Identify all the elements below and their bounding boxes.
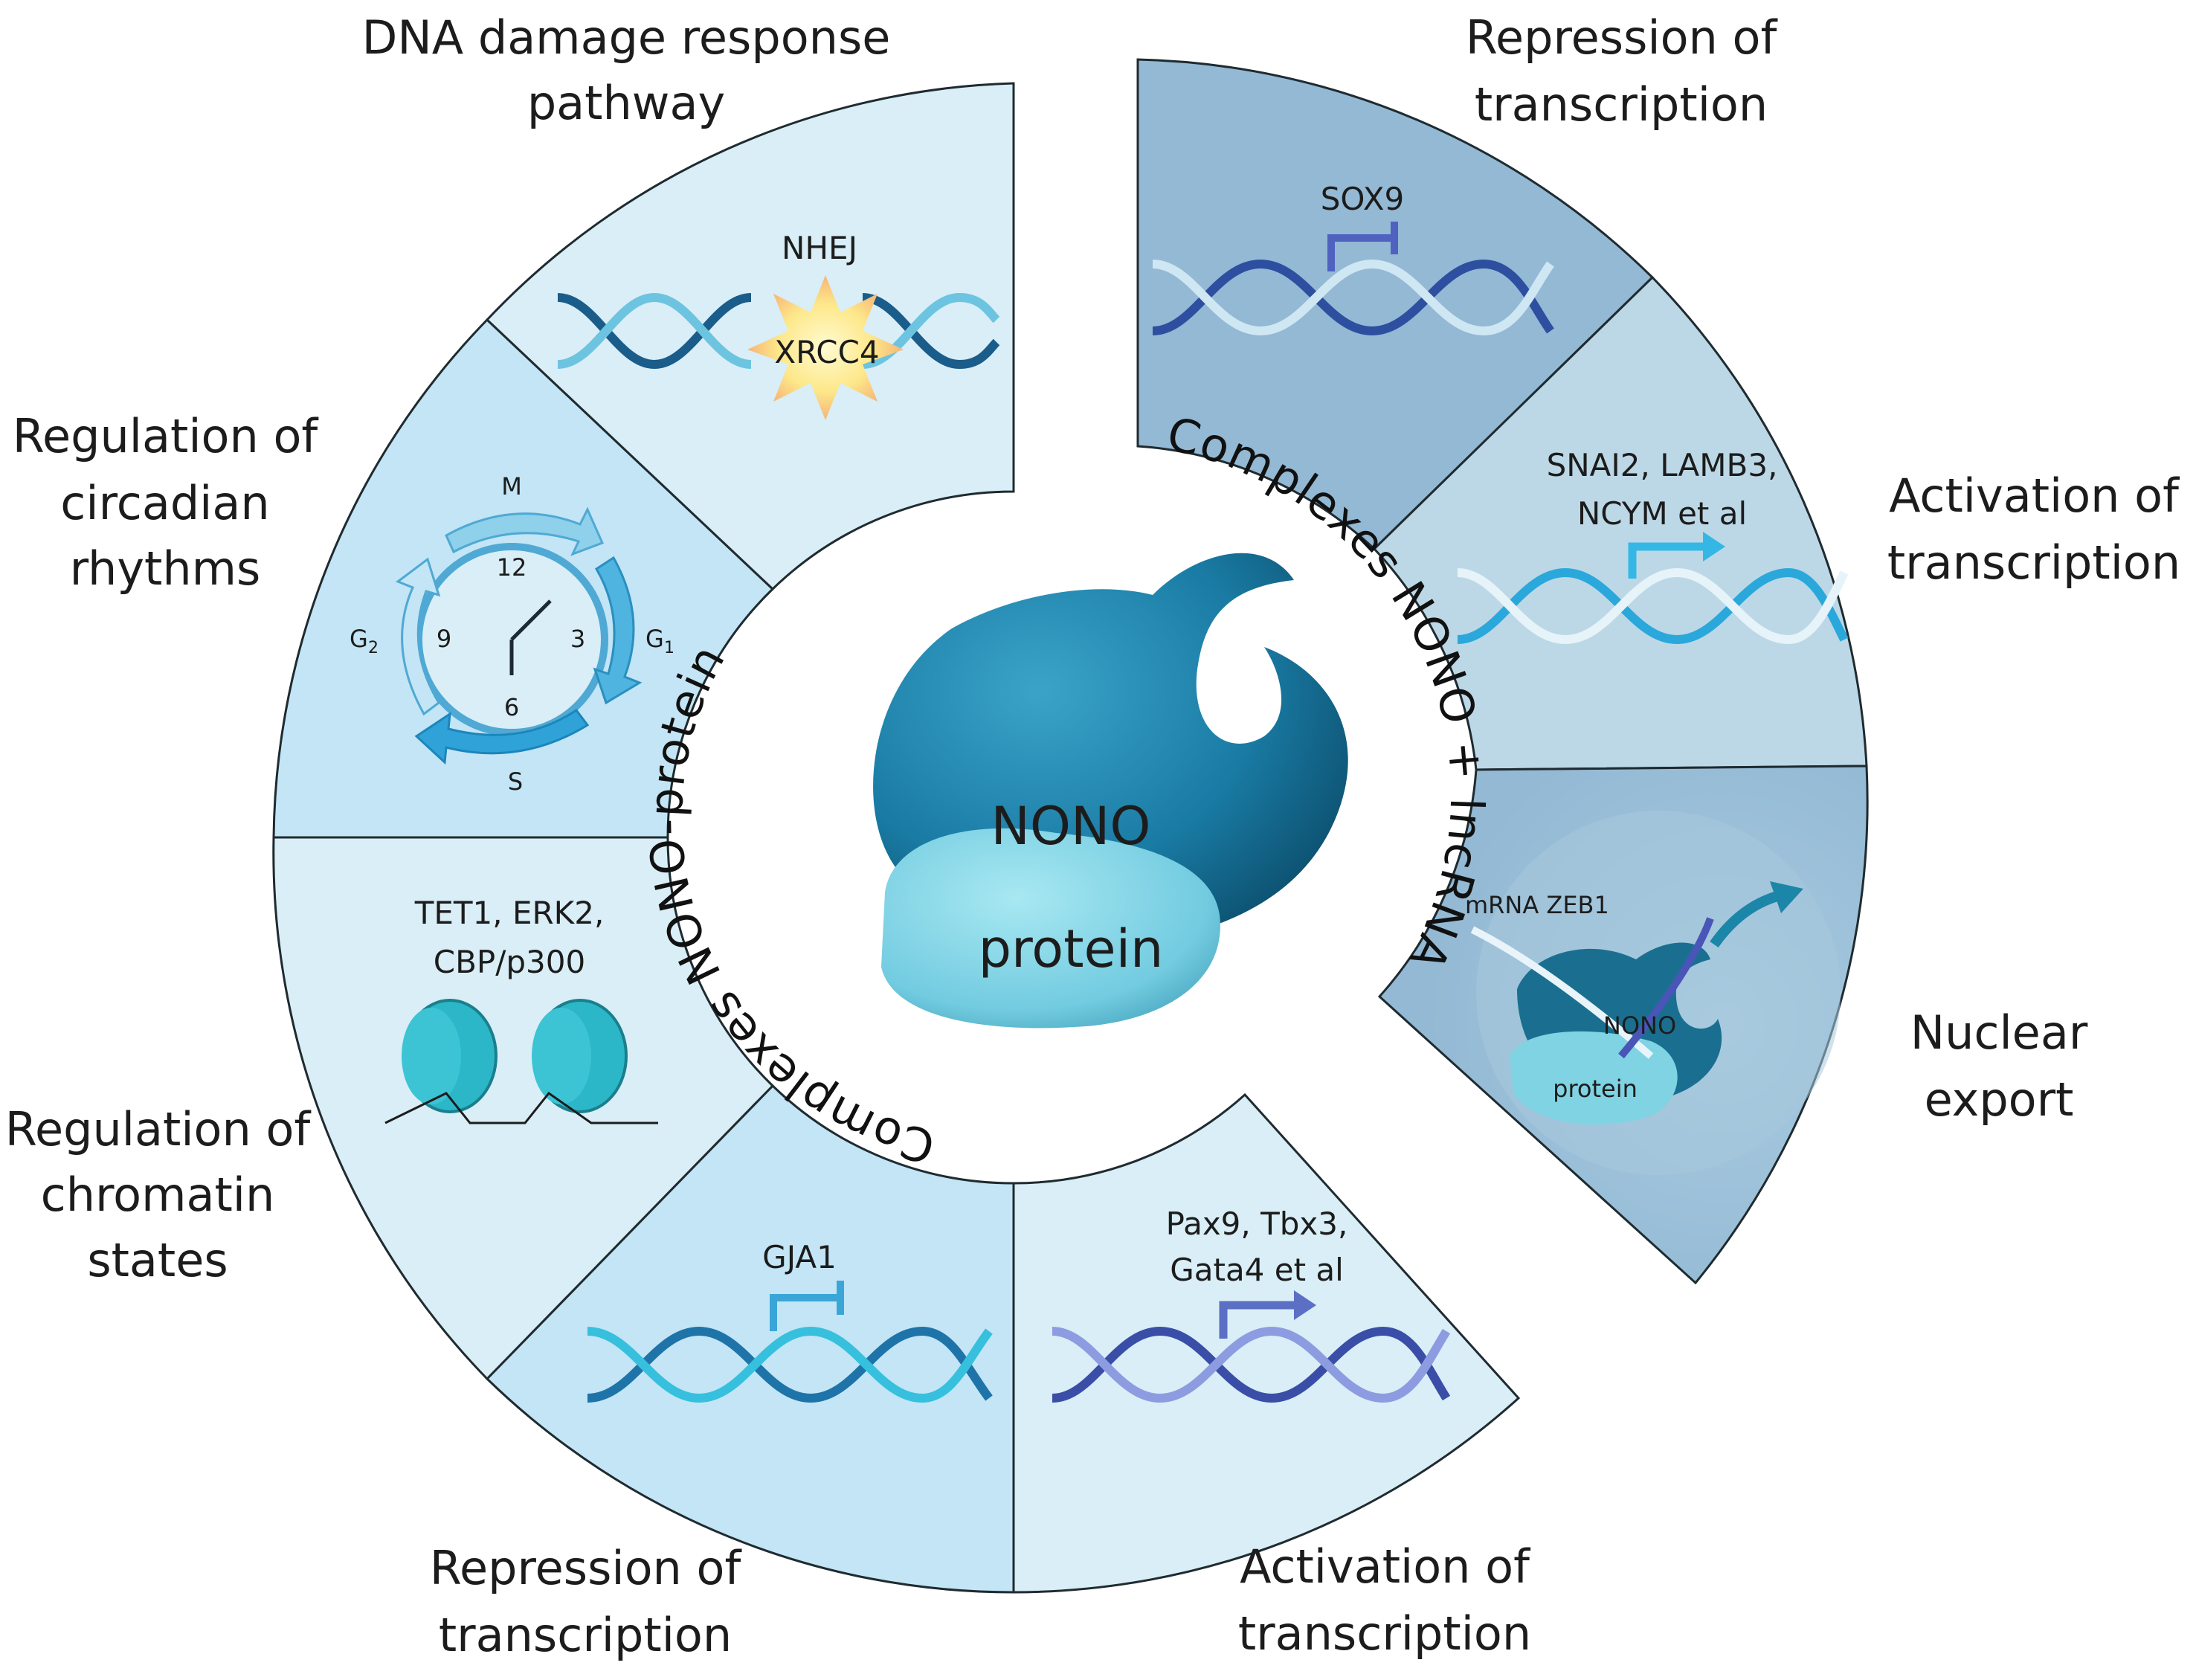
- lncrna-strand: [1618, 917, 1714, 1059]
- sox9-label: SOX9: [1321, 181, 1405, 217]
- sector-activation-right[interactable]: [1372, 275, 1868, 771]
- sox9-helix-a: [1152, 259, 1554, 336]
- clock-9: 9: [437, 625, 451, 653]
- activation-right-title: Activation of: [1889, 469, 2180, 523]
- nuclear-export-title-2: export: [1925, 1072, 2074, 1127]
- nuclear-export-content: Nuclear export mRNA ZEB1 NONO protein: [1465, 881, 2088, 1127]
- xrcc4-label: XRCC4: [774, 334, 879, 370]
- sector-activation-left[interactable]: [1012, 1092, 1521, 1594]
- protein-shape: [881, 828, 1220, 1029]
- clock-hand-minute: [510, 599, 552, 641]
- repression-right-title: Repression of: [1466, 10, 1779, 65]
- dna-damage-content: DNA damage response pathway NHEJ XRCC4: [362, 10, 1000, 420]
- activation-right-genes: SNAI2, LAMB3,: [1547, 447, 1778, 483]
- activation-right-title-2: transcription: [1887, 535, 2180, 590]
- dna-damage-title-2: pathway: [527, 76, 725, 130]
- arrow-g1-icon: [593, 556, 643, 705]
- dna-damage-title: DNA damage response: [362, 10, 891, 65]
- sector-dna-damage[interactable]: [485, 82, 1015, 591]
- activation-right-arrow-icon: [1628, 542, 1703, 579]
- act-left-helix-b: [1052, 1326, 1451, 1403]
- clock-12: 12: [497, 553, 527, 582]
- activation-left-genes: Pax9, Tbx3,: [1166, 1206, 1348, 1242]
- repressor-symbol-icon: [770, 1281, 844, 1331]
- chromatin-title-3: states: [87, 1233, 228, 1287]
- arrow-m-icon: [445, 506, 605, 556]
- export-arrow-icon: [1710, 891, 1780, 948]
- break-star-icon: [747, 275, 904, 420]
- gja1-helix-a: [587, 1326, 993, 1403]
- dna-helix-a: [557, 293, 752, 370]
- activation-right-arrow-head: [1703, 532, 1725, 561]
- protein-label: protein: [979, 918, 1164, 979]
- export-arrow-head: [1770, 881, 1803, 913]
- sox9-helix-b: [1152, 259, 1554, 336]
- phase-g1-label: G: [645, 625, 664, 653]
- activation-left-genes-2: Gata4 et al: [1170, 1252, 1344, 1288]
- phase-g1-subscript: 1: [664, 639, 674, 657]
- activation-right-genes-2: NCYM et al: [1577, 495, 1747, 532]
- sox9-repressor-icon: [1327, 222, 1398, 271]
- phase-m-label: M: [501, 472, 522, 501]
- center-complex: NONO protein: [873, 553, 1348, 1029]
- sector-chromatin[interactable]: [272, 836, 775, 1381]
- mini-protein-label: protein: [1553, 1075, 1638, 1103]
- sector-repression-right[interactable]: [1136, 58, 1655, 551]
- act-right-helix-a: [1457, 567, 1849, 645]
- mrna-strand: [1470, 926, 1654, 1059]
- linker-dna: [384, 1091, 658, 1124]
- gja1-label: GJA1: [762, 1239, 837, 1275]
- activation-left-arrow-head: [1294, 1290, 1316, 1320]
- repression-right-content: Repression of transcription SOX9: [1152, 10, 1779, 336]
- repression-right-title-2: transcription: [1475, 77, 1768, 132]
- left-ring: [272, 82, 1521, 1594]
- circadian-content: Regulation of circadian rhythms 12 3 6 9…: [13, 409, 674, 796]
- repression-left-title: Repression of: [430, 1541, 743, 1595]
- nuclear-export-title: Nuclear: [1910, 1005, 2088, 1060]
- clock-6: 6: [504, 693, 519, 721]
- nhej-label: NHEJ: [782, 230, 857, 266]
- activation-left-arrow-icon: [1219, 1301, 1294, 1339]
- chromatin-title-2: chromatin: [41, 1168, 275, 1222]
- dna-helix-c: [862, 293, 1000, 370]
- clock-3: 3: [570, 625, 585, 653]
- chromatin-title: Regulation of: [5, 1102, 312, 1156]
- chromatin-content: Regulation of chromatin states TET1, ERK…: [5, 895, 658, 1287]
- nono-label: NONO: [991, 796, 1151, 857]
- mini-nono-label: NONO: [1603, 1011, 1676, 1040]
- nucleosome-face-2: [532, 1008, 591, 1104]
- gja1-helix-b: [587, 1326, 993, 1403]
- repression-left-title-2: transcription: [439, 1608, 732, 1662]
- circadian-title-2: circadian: [60, 476, 269, 530]
- arrow-g2-icon: [395, 557, 441, 716]
- chromatin-genes-2: CBP/p300: [434, 944, 585, 980]
- circadian-title-3: rhythms: [70, 541, 261, 596]
- act-right-helix-b: [1457, 567, 1849, 645]
- phase-g2-subscript: 2: [368, 639, 379, 657]
- circadian-title: Regulation of: [13, 409, 320, 463]
- activation-left-title-2: transcription: [1238, 1606, 1531, 1661]
- arrow-s-icon: [414, 708, 590, 765]
- nucleosome-face: [402, 1008, 461, 1104]
- mrna-zeb1-label: mRNA ZEB1: [1465, 891, 1609, 919]
- act-left-helix-a: [1052, 1326, 1451, 1403]
- phase-g2-label: G: [350, 625, 368, 653]
- phase-s-label: S: [508, 767, 523, 796]
- activation-left-content: Activation of transcription Pax9, Tbx3, …: [1052, 1206, 1531, 1661]
- mini-protein-shape: [1510, 1031, 1678, 1125]
- dna-helix-b: [557, 292, 752, 369]
- activation-left-title: Activation of: [1240, 1539, 1531, 1594]
- sector-repression-left[interactable]: [485, 1084, 1015, 1594]
- activation-right-content: Activation of transcription SNAI2, LAMB3…: [1457, 447, 2180, 645]
- repression-left-content: Repression of transcription GJA1: [430, 1239, 993, 1662]
- chromatin-genes: TET1, ERK2,: [414, 895, 605, 931]
